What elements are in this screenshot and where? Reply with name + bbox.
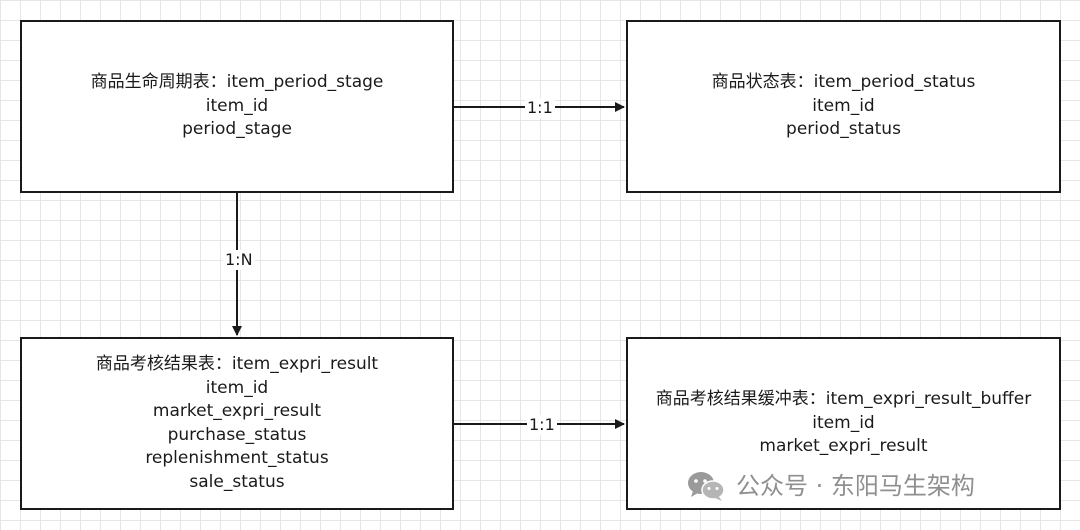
wechat-icon <box>688 472 725 501</box>
entity-field: item_id <box>812 412 875 433</box>
entity-item-expri-result[interactable]: 商品考核结果表：item_expri_result item_id market… <box>20 337 454 510</box>
entity-field: item_id <box>812 95 875 116</box>
entity-item-period-stage[interactable]: 商品生命周期表：item_period_stage item_id period… <box>20 20 454 193</box>
entity-field: period_status <box>786 119 901 140</box>
entity-field: replenishment_status <box>145 448 329 468</box>
relation-label-stage-status: 1:1 <box>525 98 555 118</box>
entity-field: market_expri_result <box>152 401 322 421</box>
entity-field: sale_status <box>189 471 285 492</box>
entity-field: market_expri_result <box>759 436 928 457</box>
entity-field: item_id <box>205 95 269 116</box>
entity-field: item_id <box>205 377 269 398</box>
entity-field: purchase_status <box>167 424 307 445</box>
relation-label-result-buffer: 1:1 <box>527 415 557 435</box>
entity-title: 商品状态表：item_period_status <box>711 72 976 93</box>
entity-item-period-status[interactable]: 商品状态表：item_period_status item_id period_… <box>626 20 1061 193</box>
entity-title: 商品考核结果表：item_expri_result <box>95 354 379 374</box>
relation-label-stage-result: 1:N <box>223 250 255 270</box>
watermark: 公众号 · 东阳马生架构 <box>686 470 975 502</box>
entity-title: 商品考核结果缓冲表：item_expri_result_buffer <box>655 389 1032 410</box>
watermark-text: 公众号 · 东阳马生架构 <box>736 472 975 500</box>
entity-field: period_stage <box>182 119 292 140</box>
entity-title: 商品生命周期表：item_period_stage <box>90 72 384 93</box>
